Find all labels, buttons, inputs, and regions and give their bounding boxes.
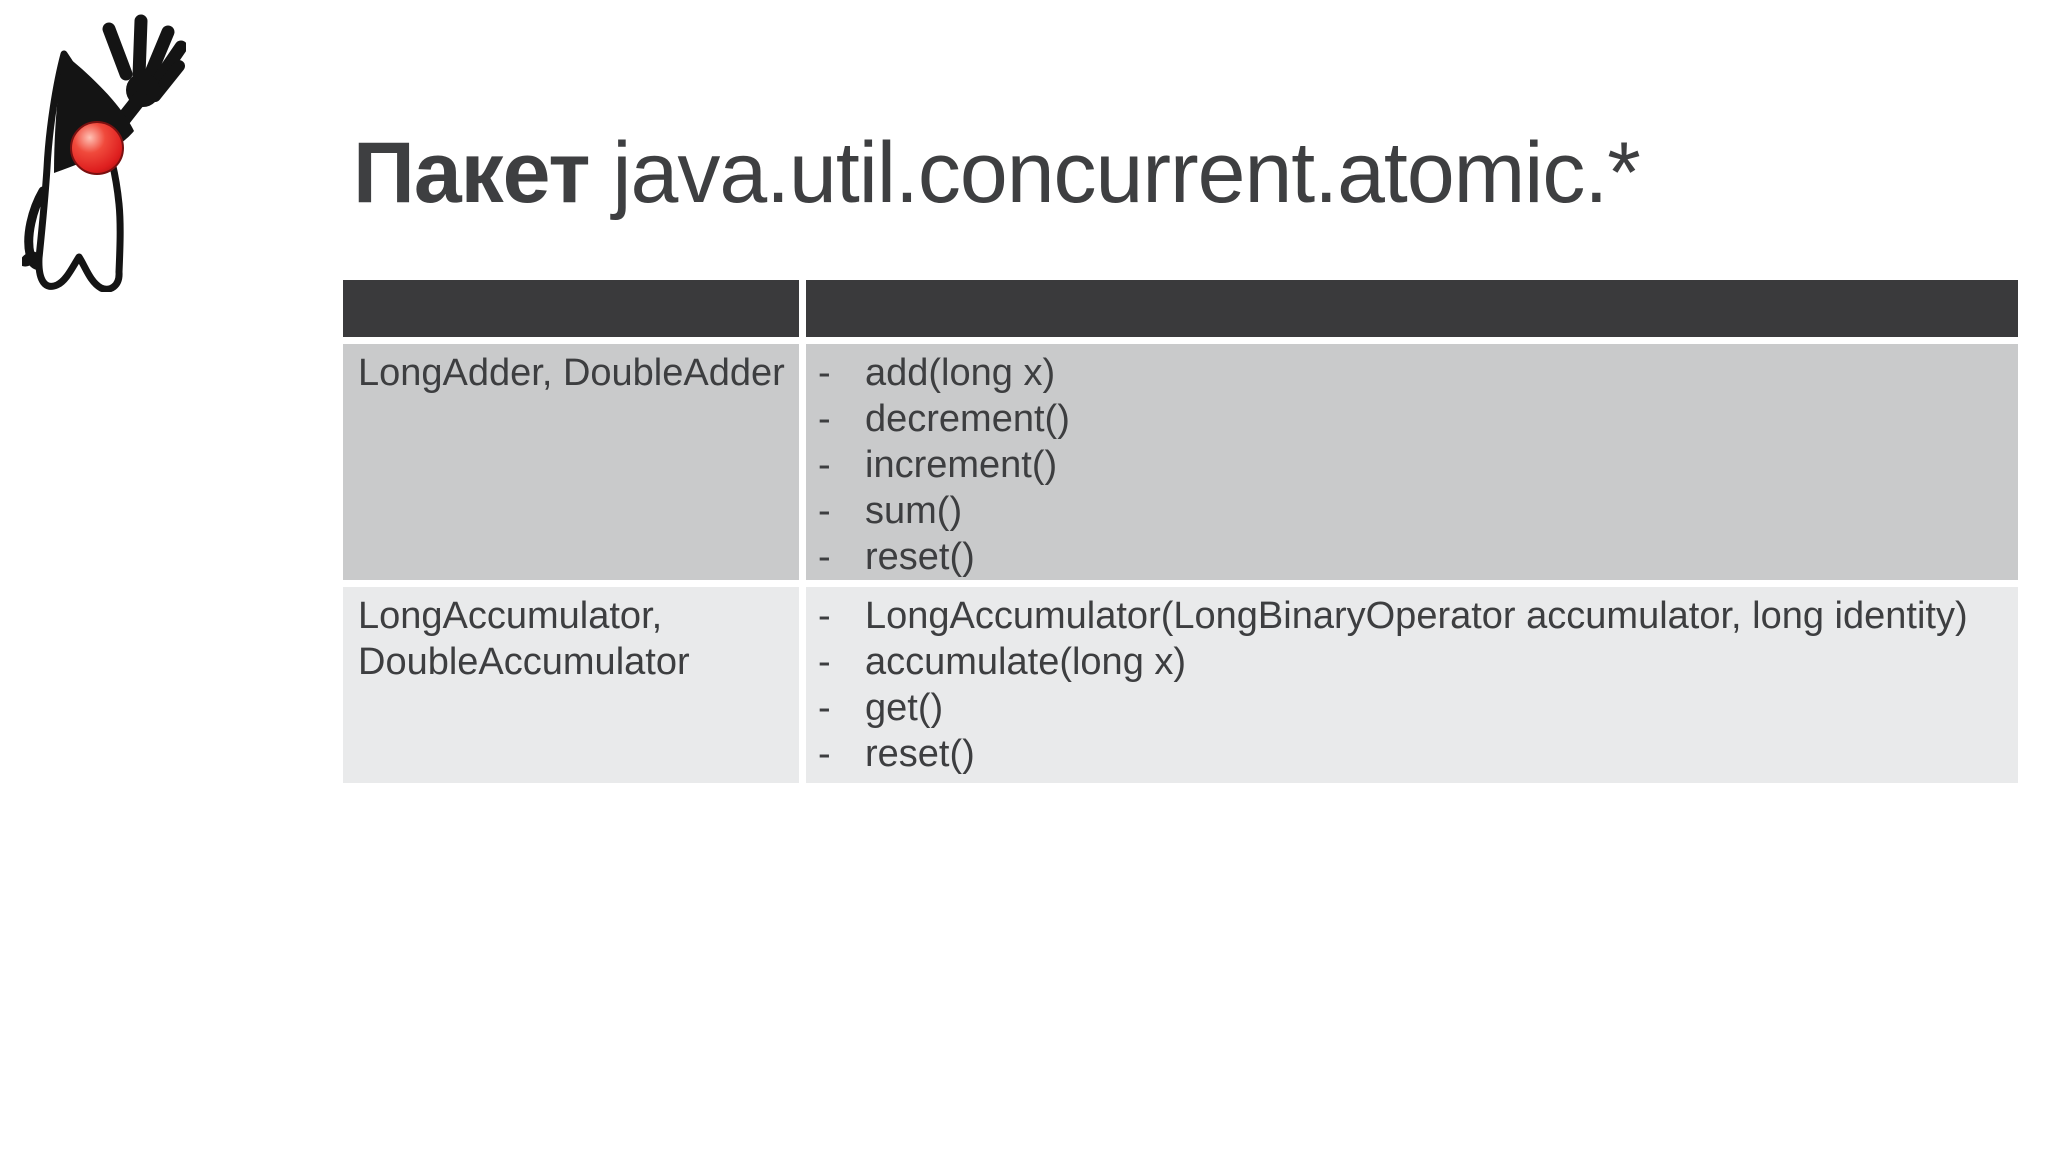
table-header-methods — [806, 280, 2018, 344]
classes-cell: LongAdder, DoubleAdder — [343, 344, 806, 587]
bullet-dash: - — [818, 687, 831, 729]
api-table-head — [343, 280, 2018, 344]
bullet-dash: - — [818, 490, 831, 532]
method-item: -increment() — [818, 442, 2008, 488]
api-table: LongAdder, DoubleAdder -add(long x) -dec… — [343, 280, 2018, 783]
methods-cell: -add(long x) -decrement() -increment() -… — [806, 344, 2018, 587]
bullet-dash: - — [818, 595, 831, 637]
method-item: -decrement() — [818, 396, 2008, 442]
classes-text: LongAccumulator, DoubleAccumulator — [358, 595, 690, 683]
duke-nose — [70, 121, 124, 175]
method-text: increment() — [865, 444, 1058, 486]
bullet-dash: - — [818, 444, 831, 486]
table-row: LongAccumulator, DoubleAccumulator -Long… — [343, 587, 2018, 783]
classes-cell: LongAccumulator, DoubleAccumulator — [343, 587, 806, 783]
table-row: LongAdder, DoubleAdder -add(long x) -dec… — [343, 344, 2018, 587]
page-title: Пакет java.util.concurrent.atomic.* — [353, 130, 1641, 216]
method-text: reset() — [865, 536, 975, 578]
java-duke-logo-icon — [22, 14, 186, 292]
methods-list: -add(long x) -decrement() -increment() -… — [806, 344, 2018, 580]
methods-cell: -LongAccumulator(LongBinaryOperator accu… — [806, 587, 2018, 783]
method-item: -LongAccumulator(LongBinaryOperator accu… — [818, 593, 2008, 639]
method-text: sum() — [865, 490, 963, 532]
bullet-dash: - — [818, 641, 831, 683]
bullet-dash: - — [818, 536, 831, 578]
method-item: -accumulate(long x) — [818, 639, 2008, 685]
table-header-classes — [343, 280, 806, 344]
method-text: reset() — [865, 733, 975, 775]
method-text: LongAccumulator(LongBinaryOperator accum… — [865, 595, 1968, 637]
method-text: accumulate(long x) — [865, 641, 1187, 683]
bullet-dash: - — [818, 398, 831, 440]
method-text: add(long x) — [865, 352, 1056, 394]
method-item: -reset() — [818, 534, 2008, 580]
title-package-name: java.util.concurrent.atomic.* — [589, 124, 1640, 221]
methods-list: -LongAccumulator(LongBinaryOperator accu… — [806, 587, 2018, 777]
method-text: decrement() — [865, 398, 1070, 440]
api-table-body: LongAdder, DoubleAdder -add(long x) -dec… — [343, 344, 2018, 783]
table-header-row — [343, 280, 2018, 344]
title-package-word: Пакет — [353, 124, 590, 221]
classes-text: LongAdder, DoubleAdder — [358, 352, 785, 394]
method-item: -sum() — [818, 488, 2008, 534]
method-item: -add(long x) — [818, 350, 2008, 396]
bullet-dash: - — [818, 733, 831, 775]
bullet-dash: - — [818, 352, 831, 394]
method-item: -get() — [818, 685, 2008, 731]
method-text: get() — [865, 687, 944, 729]
method-item: -reset() — [818, 731, 2008, 777]
